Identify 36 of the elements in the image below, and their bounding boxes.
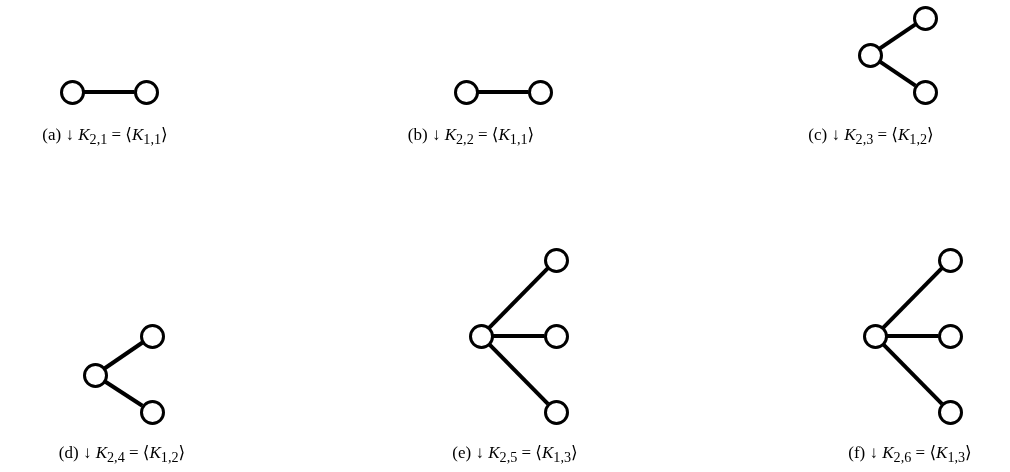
graph-edge <box>487 342 550 406</box>
vertex-circle <box>857 42 883 68</box>
subfigure-caption: (f) ↓ K$_{2,6}$ = ⟨K$_{1,3}$⟩ <box>848 444 972 465</box>
vertex-circle <box>937 247 963 273</box>
vertex-circle <box>468 323 494 349</box>
vertex-circle <box>937 399 963 425</box>
vertex-circle <box>82 362 108 388</box>
subfigure-caption: (b) ↓ K$_{2,2}$ = ⟨K$_{1,1}$⟩ <box>407 126 535 147</box>
graph-edge <box>477 90 529 94</box>
vertex-circle <box>543 323 569 349</box>
graph-edge <box>492 334 545 338</box>
vertex-circle <box>862 323 888 349</box>
graph-edge <box>881 266 944 330</box>
vertex-circle <box>527 79 553 105</box>
vertex-circle <box>139 399 165 425</box>
subfigure-caption: (d) ↓ K$_{2,4}$ = ⟨K$_{1,2}$⟩ <box>58 444 186 465</box>
vertex-circle <box>133 79 159 105</box>
graph-edge <box>103 379 144 408</box>
graph-edge <box>878 59 917 88</box>
vertex-circle <box>937 323 963 349</box>
graph-edge <box>881 342 944 406</box>
graph-edge <box>487 266 550 330</box>
vertex-circle <box>912 79 938 105</box>
vertex-circle <box>912 5 938 31</box>
graph-edge <box>103 340 144 371</box>
vertex-circle <box>59 79 85 105</box>
subfigure-caption: (a) ↓ K$_{2,1}$ = ⟨K$_{1,1}$⟩ <box>42 126 168 147</box>
vertex-circle <box>453 79 479 105</box>
vertex-circle <box>543 399 569 425</box>
graph-edge <box>886 334 939 338</box>
subfigure-caption: (e) ↓ K$_{2,5}$ = ⟨K$_{1,3}$⟩ <box>452 444 578 465</box>
vertex-circle <box>139 323 165 349</box>
graph-edge <box>878 22 917 51</box>
vertex-circle <box>543 247 569 273</box>
graph-edge <box>83 90 135 94</box>
subfigure-caption: (c) ↓ K$_{2,3}$ = ⟨K$_{1,2}$⟩ <box>808 126 934 147</box>
